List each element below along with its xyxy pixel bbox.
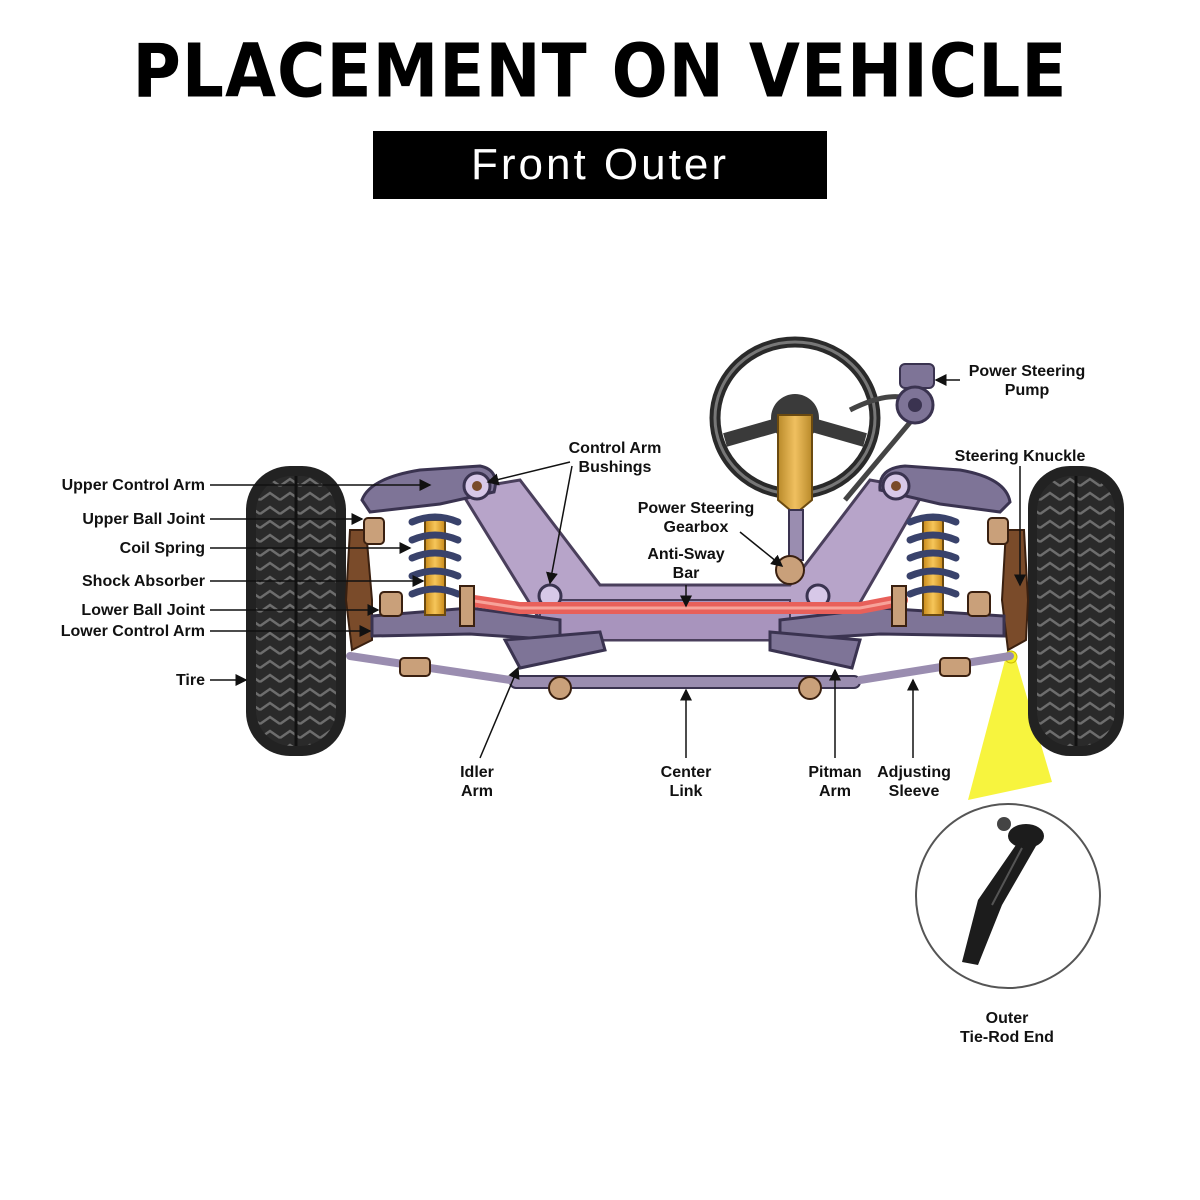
label-gearbox-2: Gearbox xyxy=(664,519,729,536)
power-steering-gearbox xyxy=(775,555,805,585)
label-adjusting-sleeve-2: Sleeve xyxy=(889,783,940,800)
idler-arm xyxy=(502,630,607,670)
label-idler-arm-1: Idler xyxy=(460,764,494,781)
label-upper-ball-joint: Upper Ball Joint xyxy=(82,511,205,528)
leader-idler-arm xyxy=(479,666,520,759)
left-tire xyxy=(246,466,346,756)
label-idler-arm-2: Arm xyxy=(461,783,493,800)
steering-column xyxy=(777,414,813,511)
left-lower-ball-joint xyxy=(379,591,403,617)
right-tie-rod xyxy=(856,652,1014,684)
label-anti-sway-1: Anti-Sway xyxy=(647,546,724,563)
label-upper-control-arm: Upper Control Arm xyxy=(62,477,205,494)
adjusting-sleeve xyxy=(939,657,971,677)
left-upper-ball-joint xyxy=(363,517,385,545)
pitman-arm xyxy=(768,630,862,670)
right-upper-ball-joint xyxy=(987,517,1009,545)
power-steering-pump xyxy=(843,363,935,502)
label-coil-spring: Coil Spring xyxy=(120,540,205,557)
label-pitman-arm-1: Pitman xyxy=(808,764,861,781)
label-outer-tie-rod-end-1: Outer xyxy=(986,1010,1029,1027)
subtitle-banner: Front Outer xyxy=(373,131,827,199)
leader-bushing-1 xyxy=(486,461,571,486)
label-pump-1: Power Steering xyxy=(969,363,1085,380)
label-tire: Tire xyxy=(176,672,205,689)
label-pitman-arm-2: Arm xyxy=(819,783,851,800)
leader-gearbox xyxy=(739,531,784,567)
tie-rod-end-shaft xyxy=(962,842,1036,965)
tie-rod-end-ball xyxy=(997,817,1011,831)
label-outer-tie-rod-end-2: Tie-Rod End xyxy=(960,1029,1054,1046)
label-shock-absorber: Shock Absorber xyxy=(82,573,205,590)
label-control-arm-bushings-2: Bushings xyxy=(579,459,652,476)
label-adjusting-sleeve-1: Adjusting xyxy=(877,764,951,781)
right-lower-ball-joint xyxy=(967,591,991,617)
tie-rod-end-inset xyxy=(915,803,1101,989)
label-center-link-2: Link xyxy=(670,783,703,800)
label-gearbox-1: Power Steering xyxy=(638,500,754,517)
label-lower-ball-joint: Lower Ball Joint xyxy=(81,602,205,619)
label-lower-control-arm: Lower Control Arm xyxy=(61,623,205,640)
subtitle-text: Front Outer xyxy=(471,140,729,189)
right-coil-spring xyxy=(906,513,960,598)
right-steering-knuckle xyxy=(1000,529,1030,652)
leader-bushing-2 xyxy=(546,465,573,585)
label-steering-knuckle: Steering Knuckle xyxy=(955,448,1086,465)
label-pump-2: Pump xyxy=(1005,382,1050,399)
label-center-link-1: Center xyxy=(661,764,712,781)
label-control-arm-bushings-1: Control Arm xyxy=(569,440,662,457)
page-title: PLACEMENT ON VEHICLE xyxy=(132,28,1068,115)
label-anti-sway-2: Bar xyxy=(673,565,700,582)
highlight-beam xyxy=(968,660,1052,800)
right-upper-control-arm xyxy=(878,464,1012,514)
right-tire xyxy=(1028,466,1124,756)
left-coil-spring xyxy=(408,513,462,598)
